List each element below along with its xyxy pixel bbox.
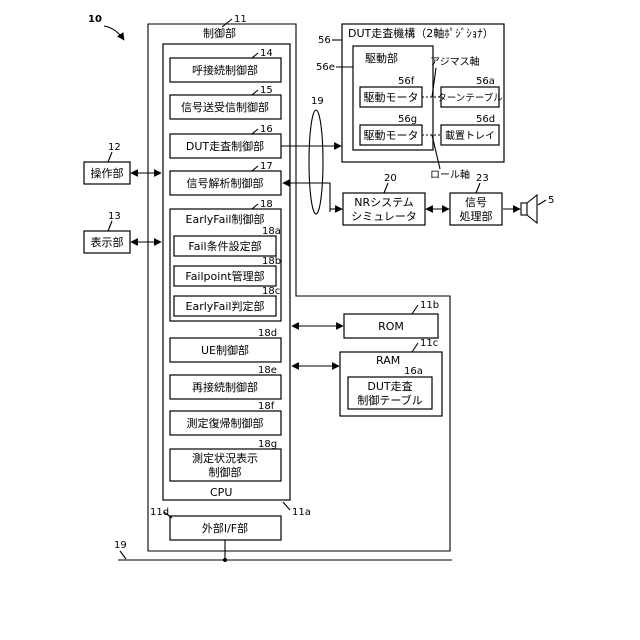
ref-18f: 18f (258, 401, 275, 412)
drive-motor-2-label: 駆動モータ (364, 128, 419, 142)
ref-16: 16 (260, 124, 273, 135)
ref-11c: 11c (420, 338, 438, 349)
earlyfail-judge-label: EarlyFail判定部 (186, 299, 265, 313)
cpu-label: CPU (210, 486, 232, 499)
meas-status-label-1: 測定状況表示 (192, 451, 258, 465)
ref-18d: 18d (258, 328, 277, 339)
ref-12-leader (108, 152, 112, 162)
ref-14: 14 (260, 48, 273, 59)
ref-5: 5 (548, 195, 554, 206)
call-control-label: 呼接続制御部 (192, 63, 258, 77)
ue-control-label: UE制御部 (201, 343, 249, 357)
speaker-icon (521, 195, 537, 223)
drive-motor-1-label: 駆動モータ (364, 90, 419, 104)
tray-label: 載置トレイ (445, 130, 495, 142)
ref-23-leader (476, 183, 480, 193)
failpoint-mgmt-label: Failpoint管理部 (185, 269, 264, 283)
ref-18c: 18c (262, 286, 280, 297)
meas-recovery-label: 測定復帰制御部 (187, 416, 264, 430)
ref-20: 20 (384, 173, 397, 184)
nr-simulator-label-2: シミュレータ (351, 210, 417, 223)
roll-axis-label: ロール軸 (430, 168, 470, 181)
earlyfail-control-label: EarlyFail制御部 (186, 212, 265, 226)
ref-11a-leader (283, 502, 290, 510)
ext-if-label: 外部I/F部 (202, 521, 248, 535)
dut-table-label-1: DUT走査 (367, 379, 412, 393)
ref-11-leader (222, 19, 232, 27)
ref-56a: 56a (476, 76, 495, 87)
ref-11b-leader (412, 305, 418, 314)
ref-19-bus: 19 (114, 540, 127, 551)
operation-unit-label: 操作部 (91, 166, 124, 180)
ref-11d: 11d (150, 507, 169, 518)
ref-5-leader (538, 200, 546, 205)
ref-11b: 11b (420, 300, 439, 311)
ref-18a: 18a (262, 226, 281, 237)
cable-bundle (309, 110, 323, 214)
ref-18g: 18g (258, 439, 277, 450)
ref-18e: 18e (258, 365, 277, 376)
ref-19-cable: 19 (311, 96, 324, 107)
ref-23: 23 (476, 173, 489, 184)
ref-13-leader (108, 221, 112, 231)
fail-condition-label: Fail条件設定部 (188, 239, 261, 253)
ref-56e: 56e (316, 62, 335, 73)
turntable-label: ターンテーブル (437, 92, 503, 104)
ref-13: 13 (108, 211, 121, 222)
ref-56g: 56g (398, 114, 417, 125)
nr-simulator-label-1: NRシステム (354, 196, 414, 209)
ref-16a: 16a (404, 366, 423, 377)
rom-label: ROM (378, 320, 404, 333)
ref-17: 17 (260, 161, 273, 172)
ram-label: RAM (376, 354, 400, 367)
sigproc-label-1: 信号 (465, 196, 487, 209)
dut-scan-control-label: DUT走査制御部 (186, 139, 264, 153)
ref-15: 15 (260, 85, 273, 96)
ref-56d: 56d (476, 114, 495, 125)
ref-11a: 11a (292, 507, 311, 518)
azimuth-axis-label: アジマス軸 (430, 55, 480, 68)
dut-mechanism-label: DUT走査機構（2軸ﾎﾟｼﾞｼｮﾅ） (348, 26, 494, 40)
ref-18b: 18b (262, 256, 281, 267)
dut-table-label-2: 制御テーブル (357, 393, 422, 407)
ref-11: 11 (234, 14, 247, 25)
ref-10: 10 (88, 14, 102, 25)
display-unit-label: 表示部 (91, 235, 124, 249)
ref-18: 18 (260, 199, 273, 210)
drive-unit-label: 駆動部 (365, 51, 398, 65)
ref-11c-leader (412, 343, 418, 352)
ref-56f: 56f (398, 76, 415, 87)
reconnect-control-label: 再接続制御部 (192, 380, 258, 394)
ref-56: 56 (318, 35, 331, 46)
ref-20-leader (384, 183, 388, 193)
meas-status-label-2: 制御部 (209, 465, 242, 479)
ref-19-bus-leader (120, 551, 126, 559)
ref-12: 12 (108, 142, 121, 153)
control-unit-title: 制御部 (203, 26, 236, 40)
signal-txrx-label: 信号送受信制御部 (181, 100, 269, 114)
sigproc-label-2: 処理部 (460, 209, 493, 223)
ref-10-arrow (104, 26, 124, 40)
signal-analysis-label: 信号解析制御部 (187, 176, 264, 190)
bus-junction (223, 558, 227, 562)
